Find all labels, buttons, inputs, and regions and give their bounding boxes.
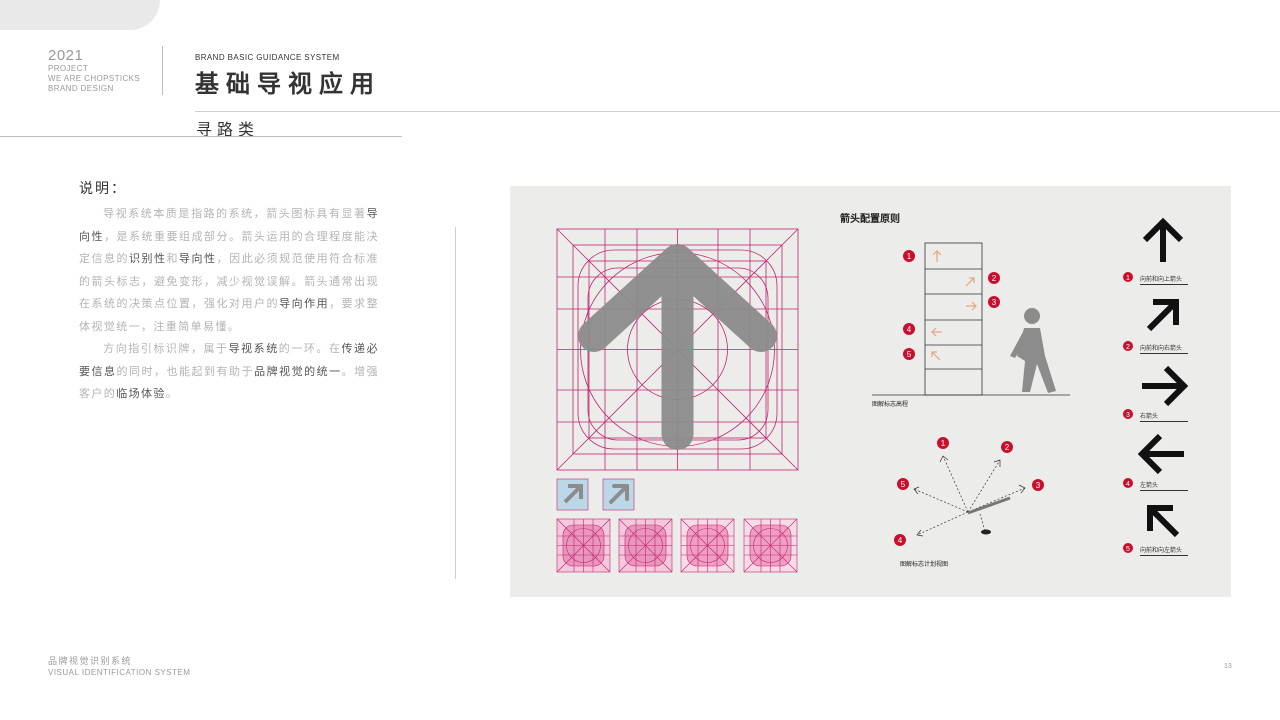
legend-num-3: 3 <box>1126 412 1130 419</box>
arrow-spec-graphic: 1 2 3 4 5 1 2 3 4 5 1 2 3 4 5 <box>556 217 1189 573</box>
footer-en: VISUAL IDENTIFICATION SYSTEM <box>48 668 191 677</box>
marker-elev-1: 1 <box>907 252 912 261</box>
arrow-up-icon <box>1142 217 1184 262</box>
config-title: 箭头配置原则 <box>840 214 900 225</box>
legend-label-5: 向前和向左箭头 <box>1140 545 1188 556</box>
page-title-en: BRAND BASIC GUIDANCE SYSTEM <box>195 53 340 62</box>
description: 说明： 导视系统本质是指路的系统，箭头图标具有显著导向性，是系统重要组成部分。箭… <box>79 178 379 406</box>
description-divider <box>455 227 456 579</box>
marker-plan-4: 4 <box>898 536 903 545</box>
legend-num-4: 4 <box>1126 481 1130 488</box>
plan-caption: 图解标志计划视图 <box>900 562 949 568</box>
page-title: BRAND BASIC GUIDANCE SYSTEM 基础导视应用 <box>195 53 381 99</box>
project-line-2: WE ARE CHOPSTICKS <box>48 74 141 83</box>
page-title-zh: 基础导视应用 <box>195 71 381 98</box>
legend-num-2: 2 <box>1126 344 1130 351</box>
small-diagonal-arrow-tiles <box>556 478 635 511</box>
legend-num-1: 1 <box>1126 275 1130 282</box>
project-line-3: BRAND DESIGN <box>48 84 114 93</box>
marker-elev-2: 2 <box>992 274 997 283</box>
arrow-up-left-icon <box>1147 505 1180 538</box>
arrow-spec-panel: 1 2 3 4 5 1 2 3 4 5 1 2 3 4 5 箭头配置原则 图解标… <box>510 186 1231 597</box>
marker-plan-2: 2 <box>1005 443 1010 452</box>
header-divider <box>162 46 163 95</box>
project-info: 2021 PROJECT WE ARE CHOPSTICKS BRAND DES… <box>48 48 140 94</box>
marker-elev-4: 4 <box>907 325 912 334</box>
description-paragraph-1: 导视系统本质是指路的系统，箭头图标具有显著导向性，是系统重要组成部分。箭头运用的… <box>79 208 380 333</box>
legend-label-3: 右箭头 <box>1140 411 1188 422</box>
arrow-left-icon <box>1137 433 1184 475</box>
marker-plan-5: 5 <box>901 480 906 489</box>
header-rule <box>195 111 1280 112</box>
description-label: 说明： <box>79 180 127 196</box>
corner-decoration <box>0 0 160 30</box>
legend-arrow-icons <box>1137 217 1189 538</box>
legend-label-4: 左箭头 <box>1140 480 1188 491</box>
elevation-diagram <box>872 242 1070 396</box>
elevation-caption: 图解标志高程 <box>872 402 909 408</box>
small-arrow-icons <box>931 250 977 361</box>
footer: 品牌视觉识别系统 VISUAL IDENTIFICATION SYSTEM <box>48 654 190 677</box>
arrow-right-icon <box>1142 365 1189 407</box>
section-rule <box>0 136 402 137</box>
description-paragraph-2: 方向指引标识牌，属于导视系统的一环。在传递必要信息的同时，也能起到有助于品牌视觉… <box>79 343 380 400</box>
marker-elev-5: 5 <box>907 350 912 359</box>
marker-plan-3: 3 <box>1036 481 1041 490</box>
footer-zh: 品牌视觉识别系统 <box>48 656 133 666</box>
legend-label-1: 向前和向上箭头 <box>1140 274 1188 285</box>
marker-elev-3: 3 <box>992 298 997 307</box>
project-year: 2021 <box>48 47 84 64</box>
walking-person-icon <box>1010 308 1056 393</box>
project-line-1: PROJECT <box>48 64 89 73</box>
arrow-up-right-icon <box>1146 299 1179 332</box>
legend-num-5: 5 <box>1126 546 1130 553</box>
page-number: 13 <box>1224 663 1232 670</box>
plan-diagram <box>913 455 1026 537</box>
marker-plan-1: 1 <box>941 439 946 448</box>
marker-circles <box>894 250 1133 553</box>
big-arrow-up-icon <box>578 244 777 450</box>
small-grid-tiles <box>556 518 798 573</box>
legend-label-2: 向前和向右箭头 <box>1140 343 1188 354</box>
section-title: 寻路类 <box>196 122 260 139</box>
marker-numbers: 1 2 3 4 5 1 2 3 4 5 1 2 3 4 5 <box>898 252 1130 553</box>
